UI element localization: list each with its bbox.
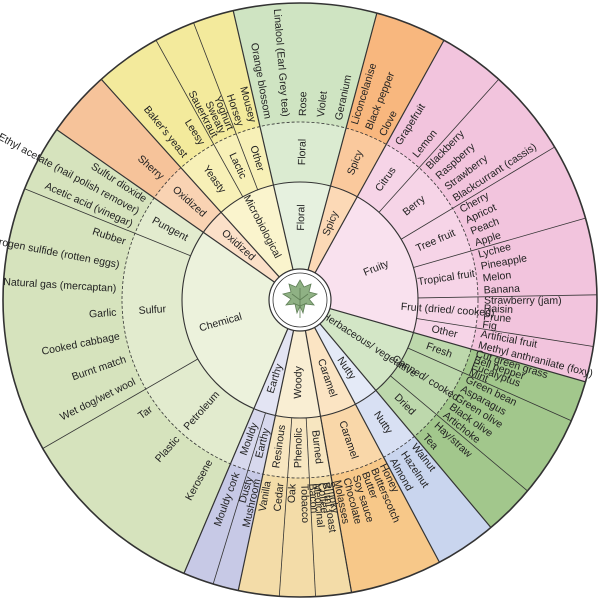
category-segment-spicy (308, 186, 358, 273)
family-band-caramel (320, 404, 384, 476)
category-segment-nutty (314, 323, 376, 405)
family-band-earthy (230, 408, 276, 475)
aroma-term-violet: Violet (315, 91, 330, 118)
aroma-term-rose: Rose (297, 91, 309, 116)
category-divider (319, 323, 492, 528)
center-inner-ring (272, 272, 328, 328)
category-segment-oxidized (203, 212, 280, 283)
category-segment-fruity (315, 196, 419, 333)
family-band-chemical (121, 197, 254, 464)
family-divider (24, 188, 191, 257)
family-divider (390, 375, 528, 492)
category-segment-earthy (253, 328, 294, 416)
family-divider (417, 294, 597, 299)
wheel-ring (121, 121, 479, 479)
aroma-term-cedar: Cedar (272, 482, 287, 512)
family-label-burned: Burned (309, 430, 325, 465)
category-segment-woody (275, 330, 321, 418)
family-label-sulfur: Sulfur (138, 303, 167, 317)
category-segment-chemical (181, 232, 288, 409)
aroma-term-prune: Prune (483, 311, 512, 326)
aroma-term-smoky: Smoky (324, 481, 341, 515)
family-divider (193, 22, 259, 190)
aroma-term-tobacco: Tobacco (298, 484, 311, 524)
leaf-veins (291, 288, 309, 318)
family-divider (320, 416, 352, 593)
category-label-woody: Woody (292, 365, 305, 398)
aroma-term-bacon: Bacon (306, 483, 320, 514)
category-divider (237, 330, 295, 591)
aroma-term-oak: Oak (286, 483, 299, 503)
aroma-term-vanilla: Vanilla (257, 480, 274, 513)
category-segment-floral (273, 181, 331, 271)
family-divider (416, 318, 594, 347)
family-divider (183, 408, 255, 574)
family-band-herbaceous (375, 332, 472, 437)
category-divider (314, 39, 445, 274)
category-divider (100, 78, 280, 278)
family-band-spicy (330, 128, 387, 197)
category-divider (307, 12, 378, 271)
family-band-woody (262, 415, 331, 478)
aroma-term-fig: Fig (482, 319, 498, 333)
aroma-term-strawberry-jam: Strawberry (jam) (484, 295, 562, 307)
category-divider (314, 327, 440, 563)
aroma-term-medicinal: Medicinal (311, 483, 327, 528)
category-segment-microbiological (221, 185, 294, 277)
category-segment-herbaceous (319, 308, 414, 391)
aroma-term-banana: Banana (483, 283, 520, 297)
category-segment-caramel (305, 327, 356, 417)
family-label-phenolic: Phenolic (292, 428, 304, 468)
wheel-spokes (24, 10, 597, 597)
family-label-floral: Floral (296, 139, 308, 165)
family-divider (278, 417, 293, 597)
family-divider (212, 412, 266, 585)
category-label-floral: Floral (295, 204, 307, 230)
family-label-other: Other (430, 323, 459, 341)
family-band-oxidized (154, 167, 222, 233)
category-divider (56, 129, 275, 283)
family-divider (305, 417, 316, 597)
category-divider (329, 307, 586, 383)
category-outer-segment-fruity (357, 40, 598, 382)
grape-leaf-icon (281, 279, 319, 318)
family-band-nutty (355, 390, 415, 458)
family-divider (42, 358, 199, 449)
wheel-ring (181, 181, 419, 419)
family-band-fruity (357, 144, 478, 350)
aroma-term-raisin: Raisin (484, 303, 514, 316)
wheel-segments (3, 3, 598, 597)
family-divider (155, 40, 244, 197)
family-divider (407, 347, 572, 422)
family-divider (413, 217, 586, 268)
wheel-center (268, 268, 332, 332)
aroma-term-melon: Melon (482, 269, 512, 284)
aroma-term-coffee: Coffee (315, 482, 330, 514)
family-divider (378, 79, 500, 213)
family-band-floral (259, 122, 347, 187)
category-divider (232, 10, 294, 270)
family-divider (400, 146, 555, 240)
aroma-term-garlic: Garlic (89, 307, 117, 321)
